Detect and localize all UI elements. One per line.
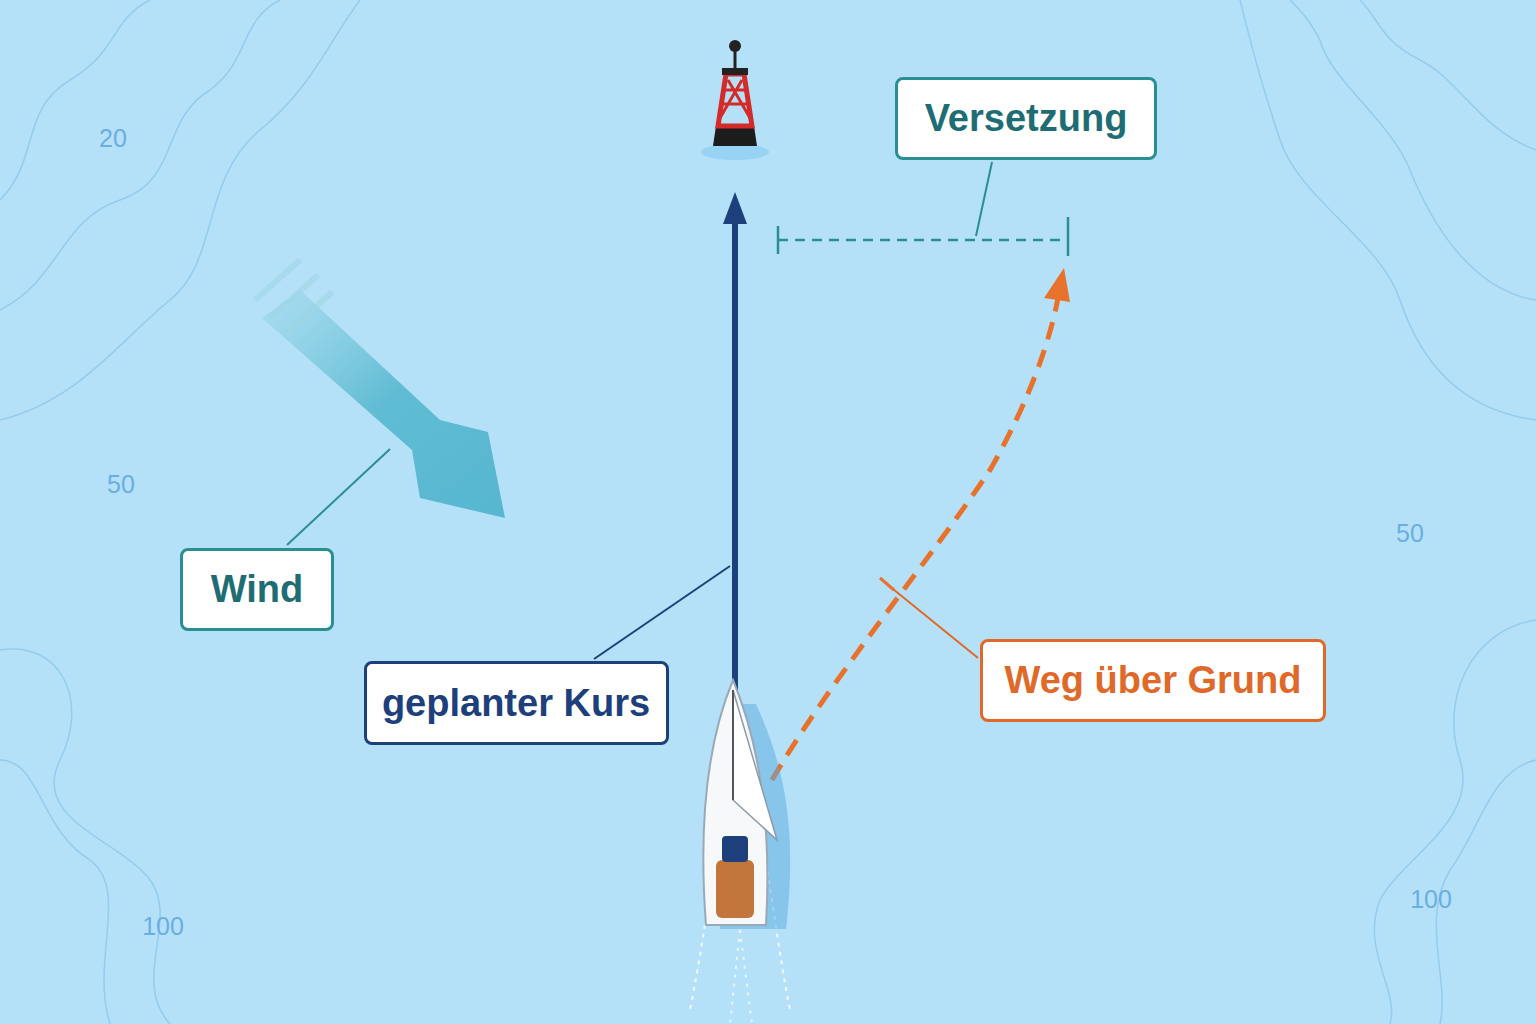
callout-box: Weg über Grund — [980, 639, 1326, 722]
callout-text: Versetzung — [925, 97, 1128, 140]
wind-arrow — [255, 260, 505, 518]
callout-text: Wind — [211, 568, 304, 611]
depth-number: 100 — [1410, 885, 1452, 914]
drift-dimension — [778, 217, 1068, 256]
buoy — [701, 40, 769, 160]
sailboat — [690, 680, 790, 1024]
callout-text: Weg über Grund — [1005, 659, 1302, 702]
callout-box: Versetzung — [895, 77, 1157, 160]
planned-course-arrow — [723, 192, 747, 700]
depth-number: 100 — [142, 912, 184, 941]
leader-lines — [287, 162, 992, 659]
callout-text: geplanter Kurs — [382, 682, 650, 725]
depth-number: 50 — [1396, 519, 1424, 548]
depth-number: 50 — [107, 470, 135, 499]
depth-number: 20 — [99, 124, 127, 153]
callout-box: Wind — [180, 548, 334, 631]
callout-box: geplanter Kurs — [364, 661, 669, 745]
